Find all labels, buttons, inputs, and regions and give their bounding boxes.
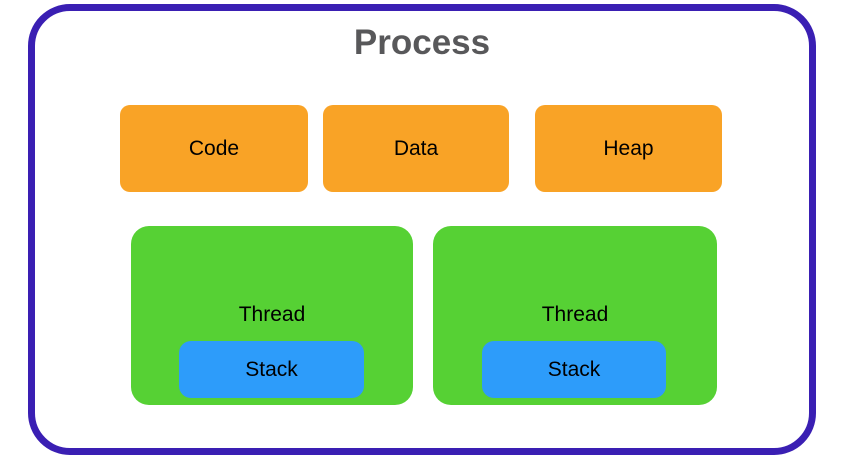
stack-1-label: Stack xyxy=(245,357,298,381)
data-label: Data xyxy=(393,136,439,160)
heap-label: Heap xyxy=(603,136,654,160)
thread-box-2: Thread Stack xyxy=(433,226,717,405)
thread-1-label: Thread xyxy=(238,303,306,326)
data-box: Data xyxy=(323,105,509,192)
code-label: Code xyxy=(188,136,240,160)
stack-2-label: Stack xyxy=(547,357,601,381)
thread-box-1: Thread Stack xyxy=(131,226,413,405)
thread-2-label: Thread xyxy=(541,303,609,326)
process-title: Process xyxy=(353,23,491,62)
stack-box-1: Stack xyxy=(179,341,364,398)
process-container: Process Code Data Heap Thread Stack Thre… xyxy=(28,4,816,455)
code-box: Code xyxy=(120,105,308,192)
heap-box: Heap xyxy=(535,105,722,192)
stack-box-2: Stack xyxy=(482,341,666,398)
